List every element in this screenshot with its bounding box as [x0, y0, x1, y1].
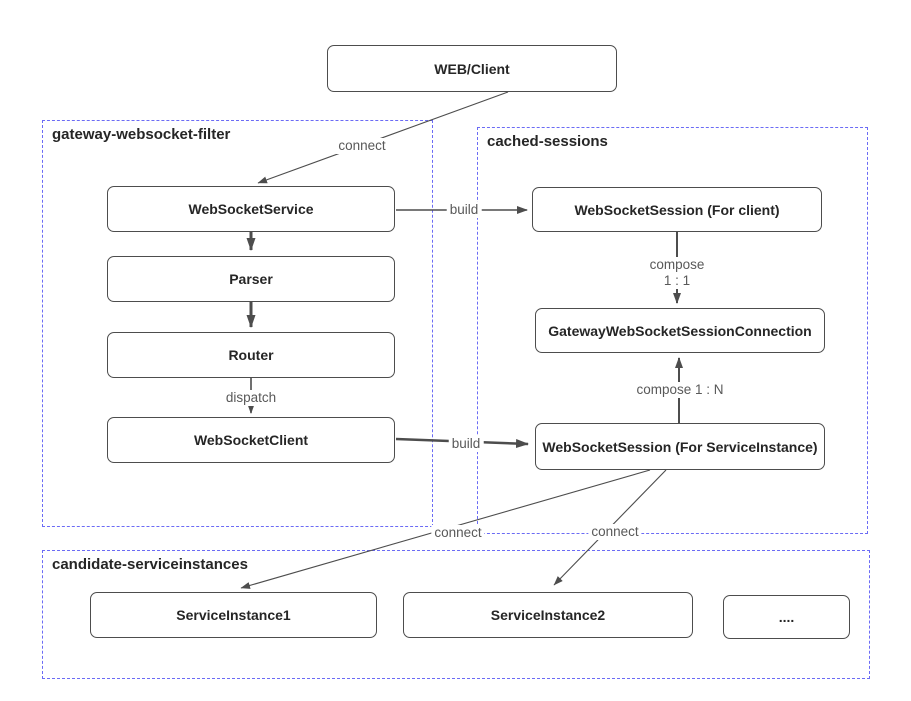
node-service-instance-1: ServiceInstance1: [90, 592, 377, 638]
edge-label-connect-si2: connect: [588, 524, 642, 540]
edge-label-build-bottom: build: [448, 436, 484, 452]
container-cached-sessions: [477, 127, 868, 534]
node-router: Router: [107, 332, 395, 378]
edge-label-compose-1-n: compose 1 : N: [633, 382, 727, 398]
edge-connect-web-to-service: [257, 91, 509, 184]
edge-label-build-top: build: [446, 202, 482, 218]
node-websocket-client: WebSocketClient: [107, 417, 395, 463]
node-gateway-ws-session-connection: GatewayWebSocketSessionConnection: [535, 308, 825, 353]
node-websocket-service: WebSocketService: [107, 186, 395, 232]
container-title-candidate-serviceinstances: candidate-serviceinstances: [52, 556, 248, 573]
edge-label-compose-ratio: 1 : 1: [660, 273, 694, 289]
edge-label-dispatch: dispatch: [222, 390, 280, 406]
edge-label-connect-si1: connect: [431, 525, 485, 541]
node-ws-session-for-client: WebSocketSession (For client): [532, 187, 822, 232]
node-service-instance-2: ServiceInstance2: [403, 592, 693, 638]
container-title-cached-sessions: cached-sessions: [487, 133, 608, 150]
container-title-gateway-websocket-filter: gateway-websocket-filter: [52, 126, 231, 143]
container-candidate-serviceinstances: [42, 550, 870, 679]
node-parser: Parser: [107, 256, 395, 302]
node-service-instance-more: ....: [723, 595, 850, 639]
container-gateway-websocket-filter: [42, 120, 433, 527]
node-ws-session-for-serviceinstance: WebSocketSession (For ServiceInstance): [535, 423, 825, 470]
edge-label-compose-word: compose: [646, 257, 708, 273]
node-web-client: WEB/Client: [327, 45, 617, 92]
edge-label-connect-top: connect: [335, 138, 389, 154]
